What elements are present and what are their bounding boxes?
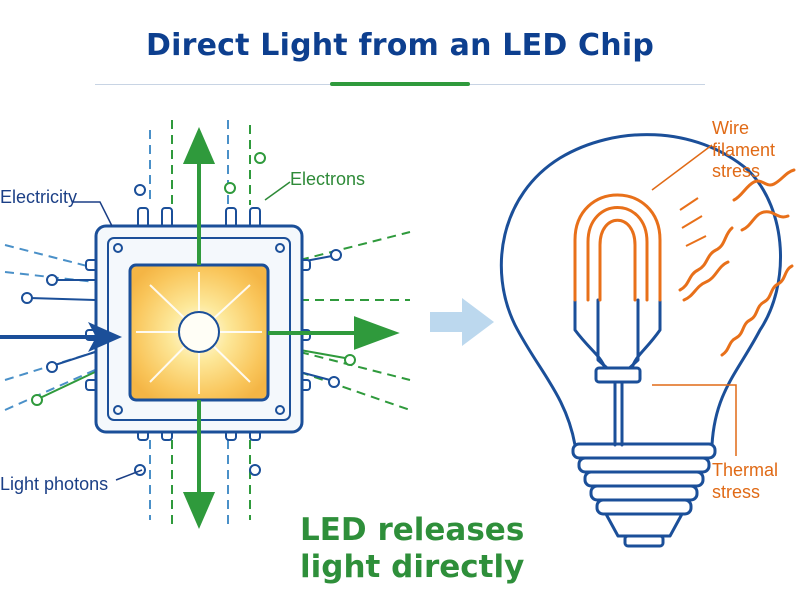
bulb-base [571,442,717,548]
bulb-leaders [651,144,737,456]
thermal-stress-label: Thermal stress [712,460,779,502]
bulb-stem [573,298,662,447]
filament [573,193,662,302]
page-title: Direct Light from an LED Chip [145,28,654,63]
photon-arrows [182,126,400,530]
light-photons-label: Light photons [0,474,109,494]
electrons-label: Electrons [290,169,366,189]
heat-waves [678,168,796,357]
heat-ticks [679,197,707,247]
title-accent-bar [330,82,470,86]
wire-filament-stress-label: Wire filament stress [712,118,776,182]
electricity-label: Electricity [0,187,78,207]
transition-arrow [430,298,494,346]
electricity-arrow [0,322,122,352]
led-releases-light-caption: LED releases light directly [300,512,525,586]
label-leaders [72,181,291,481]
incandescent-bulb [499,133,782,548]
